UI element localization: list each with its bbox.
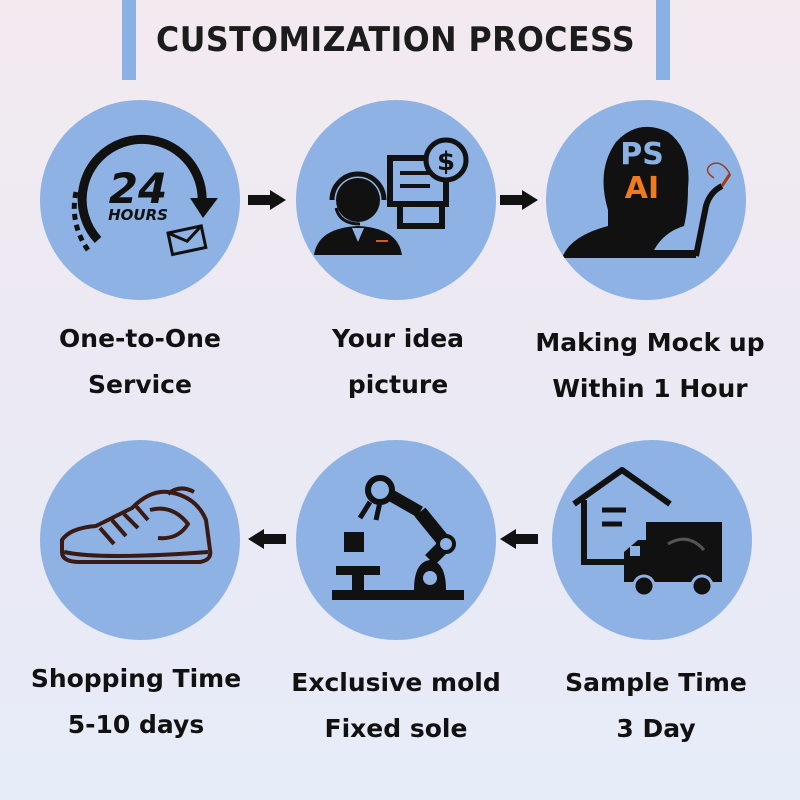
step-6-circle — [40, 440, 240, 640]
step-5-label: Exclusive mold Fixed sole — [278, 660, 514, 752]
ps-text: PS — [620, 137, 664, 172]
step-2-line2: picture — [347, 370, 449, 399]
step-4-label: Sample Time 3 Day — [538, 660, 774, 752]
dollar-sign: $ — [437, 147, 455, 177]
step-4-circle — [552, 440, 752, 640]
step-1-circle: 24 HOURS — [40, 100, 240, 300]
envelope-icon — [166, 224, 208, 257]
step-5-line1: Exclusive mold — [291, 668, 501, 697]
arrow-left-icon — [248, 529, 286, 549]
robot-arm-mold-icon — [332, 475, 464, 600]
step-5-circle — [296, 440, 496, 640]
step-4-line2: 3 Day — [616, 714, 696, 743]
headset-agent-icon: $ — [314, 137, 469, 255]
sneaker-icon — [60, 486, 213, 564]
step-2-circle: $ — [296, 100, 496, 300]
designer-ps-ai-icon: PS AI — [562, 126, 732, 258]
arrow-right-icon — [500, 190, 538, 210]
step-4-line1: Sample Time — [565, 668, 747, 697]
24-number: 24 — [109, 164, 167, 213]
sample-delivery-truck-icon — [572, 467, 722, 598]
step-5-line2: Fixed sole — [324, 714, 468, 743]
step-6-line1: Shopping Time — [30, 664, 242, 693]
step-6-label: Shopping Time 5-10 days — [18, 656, 254, 748]
title-banner: CUSTOMIZATION PROCESS — [122, 0, 670, 80]
truck-icon — [624, 522, 722, 598]
agent-person-icon — [314, 171, 402, 255]
step-6-line2: 5-10 days — [67, 710, 205, 739]
hours-text: HOURS — [108, 206, 168, 224]
step-1-line2: Service — [88, 370, 192, 399]
ai-text: AI — [625, 171, 659, 206]
arrow-right-icon — [248, 190, 286, 210]
step-3-line2: Within 1 Hour — [552, 374, 748, 403]
step-3-label: Making Mock up Within 1 Hour — [522, 320, 778, 412]
24-hours-service-icon: 24 HOURS — [71, 134, 218, 257]
arrow-left-icon — [500, 529, 538, 549]
dollar-badge-icon: $ — [423, 137, 469, 183]
page-title: CUSTOMIZATION PROCESS — [156, 20, 636, 60]
step-2-line1: Your idea — [331, 324, 465, 353]
step-2-label: Your idea picture — [298, 316, 498, 408]
step-1-line1: One-to-One — [59, 324, 221, 353]
step-3-circle: PS AI — [546, 100, 746, 300]
step-3-line1: Making Mock up — [535, 328, 765, 357]
step-1-label: One-to-One Service — [40, 316, 240, 408]
warehouse-icon — [572, 467, 672, 565]
